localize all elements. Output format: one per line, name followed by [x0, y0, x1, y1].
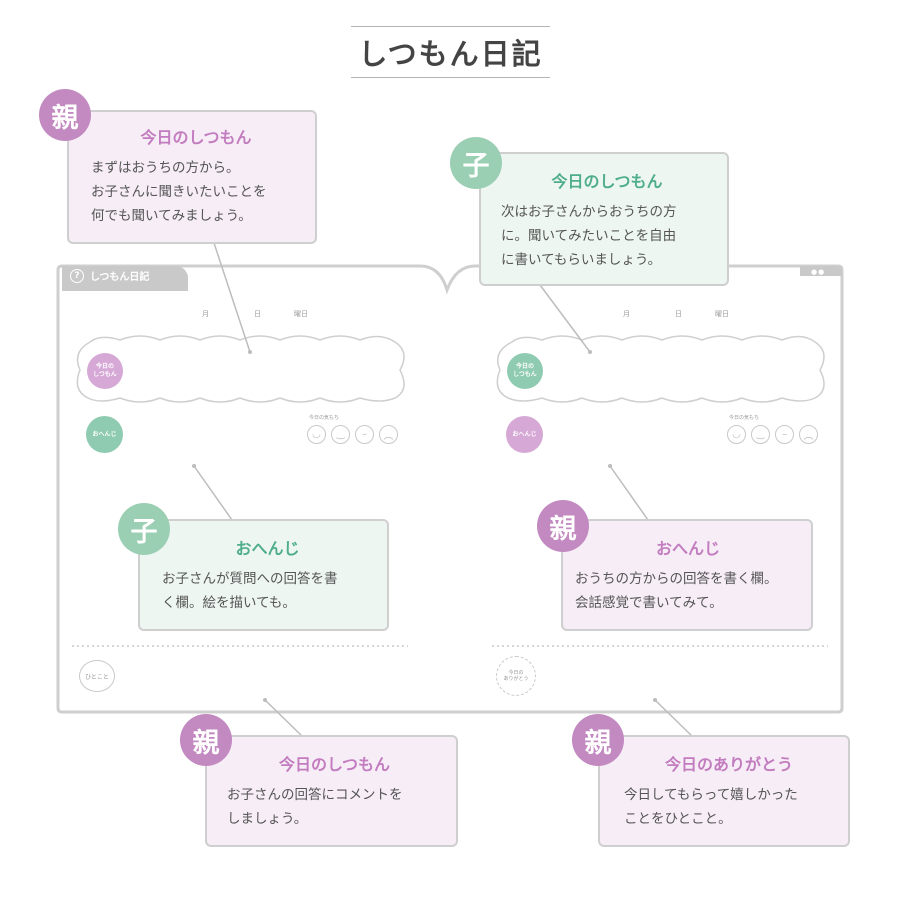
page-title: しつもん日記	[351, 26, 550, 78]
left-mood-label: 今日の気もち	[309, 415, 340, 421]
callout-title: おへんじ	[235, 539, 300, 558]
right-mood-label: 今日の気もち	[729, 415, 760, 421]
callout-parent-question: 今日のしつもん まずはおうちの方から。 お子さんに聞きいたいことを 何でも聞いて…	[67, 110, 317, 244]
right-question-bubble	[496, 335, 825, 403]
left-answer-badge: おへんじ	[86, 416, 123, 453]
page-dots: ●●	[811, 268, 826, 276]
question-icon: ?	[70, 268, 84, 283]
page-title-text: しつもん日記	[358, 37, 543, 71]
right-mood-faces: ◡ ‿ – ︵	[727, 425, 818, 444]
child-role-badge: 子	[118, 503, 170, 555]
happy-face-icon[interactable]: ◡	[727, 425, 746, 444]
diary-tab-text: しつもん日記	[90, 272, 150, 283]
callout-title: 今日のしつもん	[140, 128, 252, 147]
callout-body: おうちの方からの回答を書く欄。 会話感覚で書いてみて。	[575, 571, 778, 611]
happy-face-icon[interactable]: ◡	[307, 425, 326, 444]
left-mood-faces: ◡ ‿ – ︵	[307, 425, 398, 444]
leader-line	[264, 699, 304, 738]
leader-line	[654, 699, 694, 738]
callout-child-question: 今日のしつもん 次はお子さんからおうちの方 に。聞いてみたいことを自由 に書いて…	[479, 152, 729, 286]
callout-child-answer: おへんじ お子さんが質問への回答を書 く欄。絵を描いても。	[138, 519, 389, 631]
parent-role-badge: 親	[180, 714, 232, 766]
neutral-face-icon[interactable]: –	[775, 425, 794, 444]
day-label: 日	[254, 310, 261, 318]
leader-line	[212, 239, 251, 353]
smile-face-icon[interactable]: ‿	[751, 425, 770, 444]
callout-parent-answer: おへんじ おうちの方からの回答を書く欄。 会話感覚で書いてみて。	[561, 519, 813, 631]
sad-face-icon[interactable]: ︵	[799, 425, 818, 444]
weekday-label: 曜日	[294, 310, 308, 318]
diary-tab-label: ? しつもん日記	[70, 268, 149, 283]
smile-face-icon[interactable]: ‿	[331, 425, 350, 444]
arigatou-stamp: 今日の ありがとう	[496, 656, 536, 696]
right-question-badge: 今日の しつもん	[507, 353, 543, 389]
left-date-row: 月 日 曜日	[202, 309, 308, 319]
right-date-row: 月 日 曜日	[623, 309, 729, 319]
leader-line	[539, 284, 591, 353]
callout-body: まずはおうちの方から。 お子さんに聞きいたいことを 何でも聞いてみましょう。	[91, 160, 267, 224]
weekday-label: 曜日	[715, 310, 729, 318]
neutral-face-icon[interactable]: –	[355, 425, 374, 444]
parent-role-badge: 親	[572, 714, 624, 766]
callout-body: 次はお子さんからおうちの方 に。聞いてみたいことを自由 に書いてもらいましょう。	[501, 204, 677, 268]
callout-body: お子さんが質問への回答を書 く欄。絵を描いても。	[162, 571, 338, 611]
parent-role-badge: 親	[39, 89, 91, 141]
day-label: 日	[675, 310, 682, 318]
callout-title: 今日のありがとう	[664, 755, 793, 774]
callout-title: おへんじ	[655, 539, 720, 558]
callout-body: 今日してもらって嬉しかった ことをひとこと。	[624, 787, 798, 827]
leader-line	[193, 465, 233, 521]
right-answer-badge: おへんじ	[506, 416, 543, 453]
callout-title: 今日のしつもん	[551, 172, 663, 191]
leader-line	[609, 465, 649, 521]
callout-title: 今日のしつもん	[278, 755, 391, 774]
hitokoto-bubble: ひとこと	[79, 660, 115, 692]
child-role-badge: 子	[450, 137, 502, 189]
diary-outline	[56, 264, 844, 714]
month-label: 月	[202, 310, 209, 318]
callout-parent-comment: 今日のしつもん お子さんの回答にコメントを しましょう。	[205, 735, 458, 847]
callout-parent-thanks: 今日のありがとう 今日してもらって嬉しかった ことをひとこと。	[598, 735, 850, 847]
sad-face-icon[interactable]: ︵	[379, 425, 398, 444]
callout-body: お子さんの回答にコメントを しましょう。	[227, 787, 403, 827]
parent-role-badge: 親	[537, 500, 589, 552]
left-question-bubble	[76, 335, 405, 403]
left-question-badge: 今日の しつもん	[87, 353, 123, 389]
month-label: 月	[623, 310, 630, 318]
